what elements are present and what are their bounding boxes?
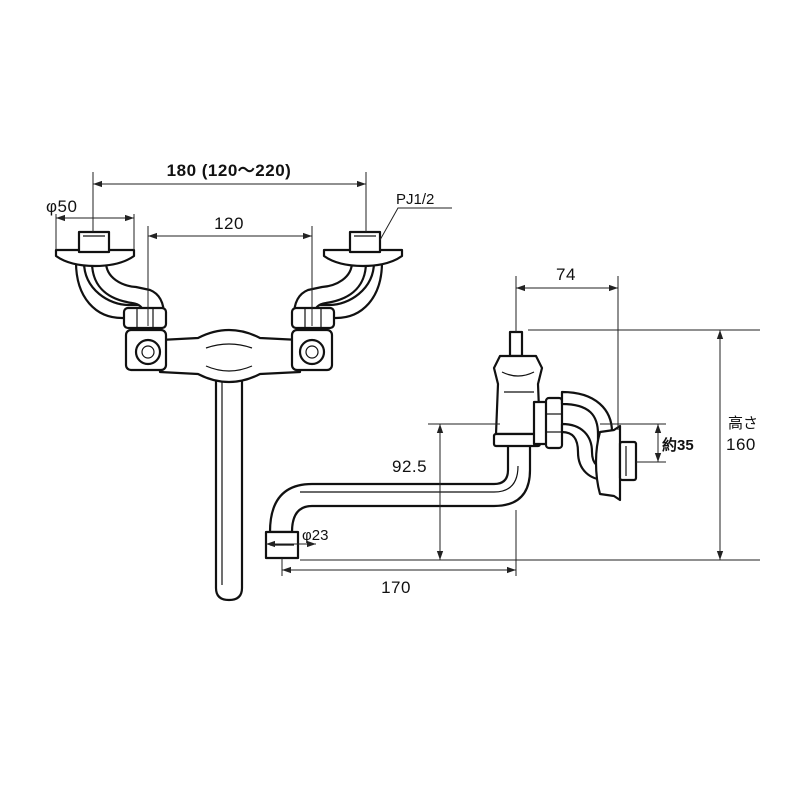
right-wall-connection — [290, 230, 404, 372]
dim-overall-width: 180 (120〜220) — [92, 161, 367, 232]
side-view: 74 高さ 160 約35 92.5 φ23 — [264, 265, 760, 597]
dim-flange-label: φ50 — [46, 197, 77, 216]
dim-outlet-diameter: φ23 — [266, 527, 328, 548]
dim-center-distance: 120 — [147, 214, 313, 326]
dim-depth-label: 74 — [556, 265, 576, 284]
front-spout-pipe — [214, 362, 244, 602]
front-view: 180 (120〜220) 120 φ50 PJ1/2 — [46, 161, 452, 602]
dim-flange-diameter: φ50 — [46, 197, 135, 250]
dim-depth: 74 — [515, 265, 619, 430]
thread-label: PJ1/2 — [396, 191, 434, 208]
dim-spout-height-label: 92.5 — [392, 457, 427, 476]
side-spout — [264, 438, 532, 560]
dim-height: 高さ 160 — [300, 329, 760, 561]
dim-reach-label: 170 — [381, 578, 411, 597]
dim-height-value: 160 — [726, 435, 756, 454]
thread-callout: PJ1/2 — [379, 191, 452, 241]
dim-reach: 170 — [281, 510, 517, 597]
side-union-nut — [532, 396, 564, 450]
dim-offset-label: 約35 — [662, 436, 694, 454]
left-wall-connection — [54, 230, 168, 372]
dim-center-label: 120 — [214, 214, 244, 233]
dim-offset: 約35 — [600, 423, 694, 463]
dim-spout-height: 92.5 — [392, 423, 500, 560]
side-stem — [508, 330, 524, 358]
front-body — [158, 328, 302, 384]
side-wall-flange — [594, 424, 638, 502]
dim-overall-label: 180 (120〜220) — [167, 161, 292, 180]
dim-outlet-label: φ23 — [302, 527, 328, 544]
dim-height-word: 高さ — [728, 415, 758, 432]
